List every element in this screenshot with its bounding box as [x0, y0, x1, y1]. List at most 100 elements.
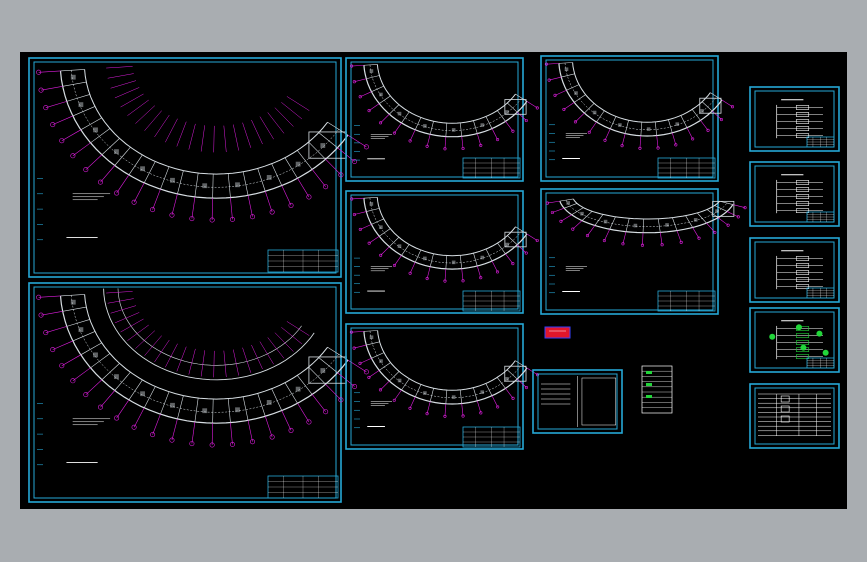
hatch-fill	[93, 352, 98, 358]
axis-leader	[706, 222, 716, 233]
room-partition	[414, 249, 422, 263]
schematic	[776, 250, 835, 299]
axis-leader	[165, 118, 178, 143]
axis-bubble	[706, 128, 710, 132]
sheet-plan-mid-1	[345, 57, 539, 182]
axis-bubble	[602, 238, 606, 243]
axis-leader	[45, 326, 67, 333]
room-partition	[642, 218, 644, 233]
hatch-fill	[369, 202, 374, 206]
sheet-outer-frame	[749, 86, 840, 152]
axis-bubble	[352, 80, 356, 84]
hatch-fill	[170, 177, 175, 183]
axis-leader	[368, 103, 380, 111]
axis-bubble	[131, 199, 137, 205]
axis-bubble	[378, 388, 383, 392]
axis-bubble	[408, 139, 412, 143]
axis-bubble	[367, 241, 371, 245]
hatch-fill	[235, 407, 240, 413]
axis-bubble	[358, 95, 362, 99]
axis-bubble	[603, 138, 607, 142]
room-partition	[657, 218, 661, 233]
room-partition	[101, 363, 120, 380]
room-partition	[366, 208, 380, 212]
axis-leader	[656, 135, 659, 149]
hatch-fill	[295, 161, 301, 167]
sheet-outer-frame	[345, 57, 524, 182]
axis-bubble	[114, 190, 120, 196]
device-box	[795, 284, 810, 289]
axis-leader	[223, 125, 227, 153]
legend-table-frame	[641, 365, 673, 414]
axis-bubble	[358, 227, 362, 231]
room-partition	[697, 212, 707, 224]
title-block	[462, 157, 521, 179]
axis-bubble	[535, 106, 539, 110]
device-box	[795, 126, 810, 131]
room-partition	[80, 342, 102, 356]
axis-leader	[41, 311, 63, 316]
axis-leader	[700, 120, 709, 131]
room-partition	[114, 372, 131, 391]
axis-bubble	[479, 276, 483, 280]
title-block	[267, 249, 339, 273]
axis-bubble	[36, 294, 42, 300]
axis-leader	[444, 403, 447, 417]
axis-leader	[100, 390, 115, 408]
sheet-inner-frame	[33, 61, 337, 274]
axis-leader	[120, 318, 144, 333]
axis-leader	[505, 121, 514, 132]
axis-leader	[171, 418, 178, 441]
room-partition	[242, 396, 249, 421]
axis-leader	[233, 124, 239, 151]
room-partition	[297, 375, 313, 395]
room-partition	[363, 330, 378, 332]
hatch-fill	[564, 67, 569, 72]
axis-bubble	[461, 414, 465, 418]
sheet-plan-large-1	[28, 57, 369, 278]
green-node-icon	[800, 344, 807, 351]
hatch-fill	[480, 123, 485, 127]
axis-bubble	[50, 122, 56, 128]
hatch-fill	[580, 211, 584, 216]
room-partition	[62, 306, 87, 312]
axis-bubble	[114, 415, 120, 421]
axis-leader	[297, 178, 310, 198]
room-partition	[366, 341, 380, 346]
room-partition	[668, 119, 673, 133]
axis-leader	[297, 403, 310, 423]
axis-bubble	[209, 442, 215, 448]
axis-bubble	[59, 363, 65, 369]
axis-bubble	[524, 385, 528, 390]
schematic	[776, 99, 835, 148]
axis-leader	[476, 265, 482, 278]
room-partition	[581, 211, 593, 221]
sheet-plan-right-1	[540, 55, 735, 182]
axis-bubble	[352, 383, 358, 389]
hatch-fill	[170, 402, 175, 408]
room-partition	[60, 294, 85, 297]
sheet-outer-frame	[28, 282, 342, 503]
axis-leader	[354, 344, 367, 349]
axis-bubble	[70, 378, 76, 384]
room-partition	[624, 120, 629, 134]
axis-bubble	[562, 107, 566, 111]
sheet-riser-3	[749, 237, 840, 303]
axis-leader	[426, 266, 431, 279]
room-partition	[459, 389, 463, 404]
axis-leader	[505, 388, 514, 399]
sheet-riser-4	[749, 307, 840, 373]
hatch-fill	[140, 166, 145, 172]
hatch-fill	[618, 123, 622, 127]
hatch-fill	[693, 218, 698, 222]
axis-leader	[259, 341, 274, 365]
hatch-fill	[114, 374, 119, 380]
axis-leader	[213, 125, 215, 153]
device-box	[795, 277, 810, 282]
room-partition	[609, 216, 616, 230]
axis-leader	[45, 101, 67, 108]
axis-leader	[106, 291, 133, 294]
sheet-outer-frame	[540, 188, 719, 315]
hatch-fill	[633, 223, 638, 228]
room-partition	[561, 73, 575, 78]
